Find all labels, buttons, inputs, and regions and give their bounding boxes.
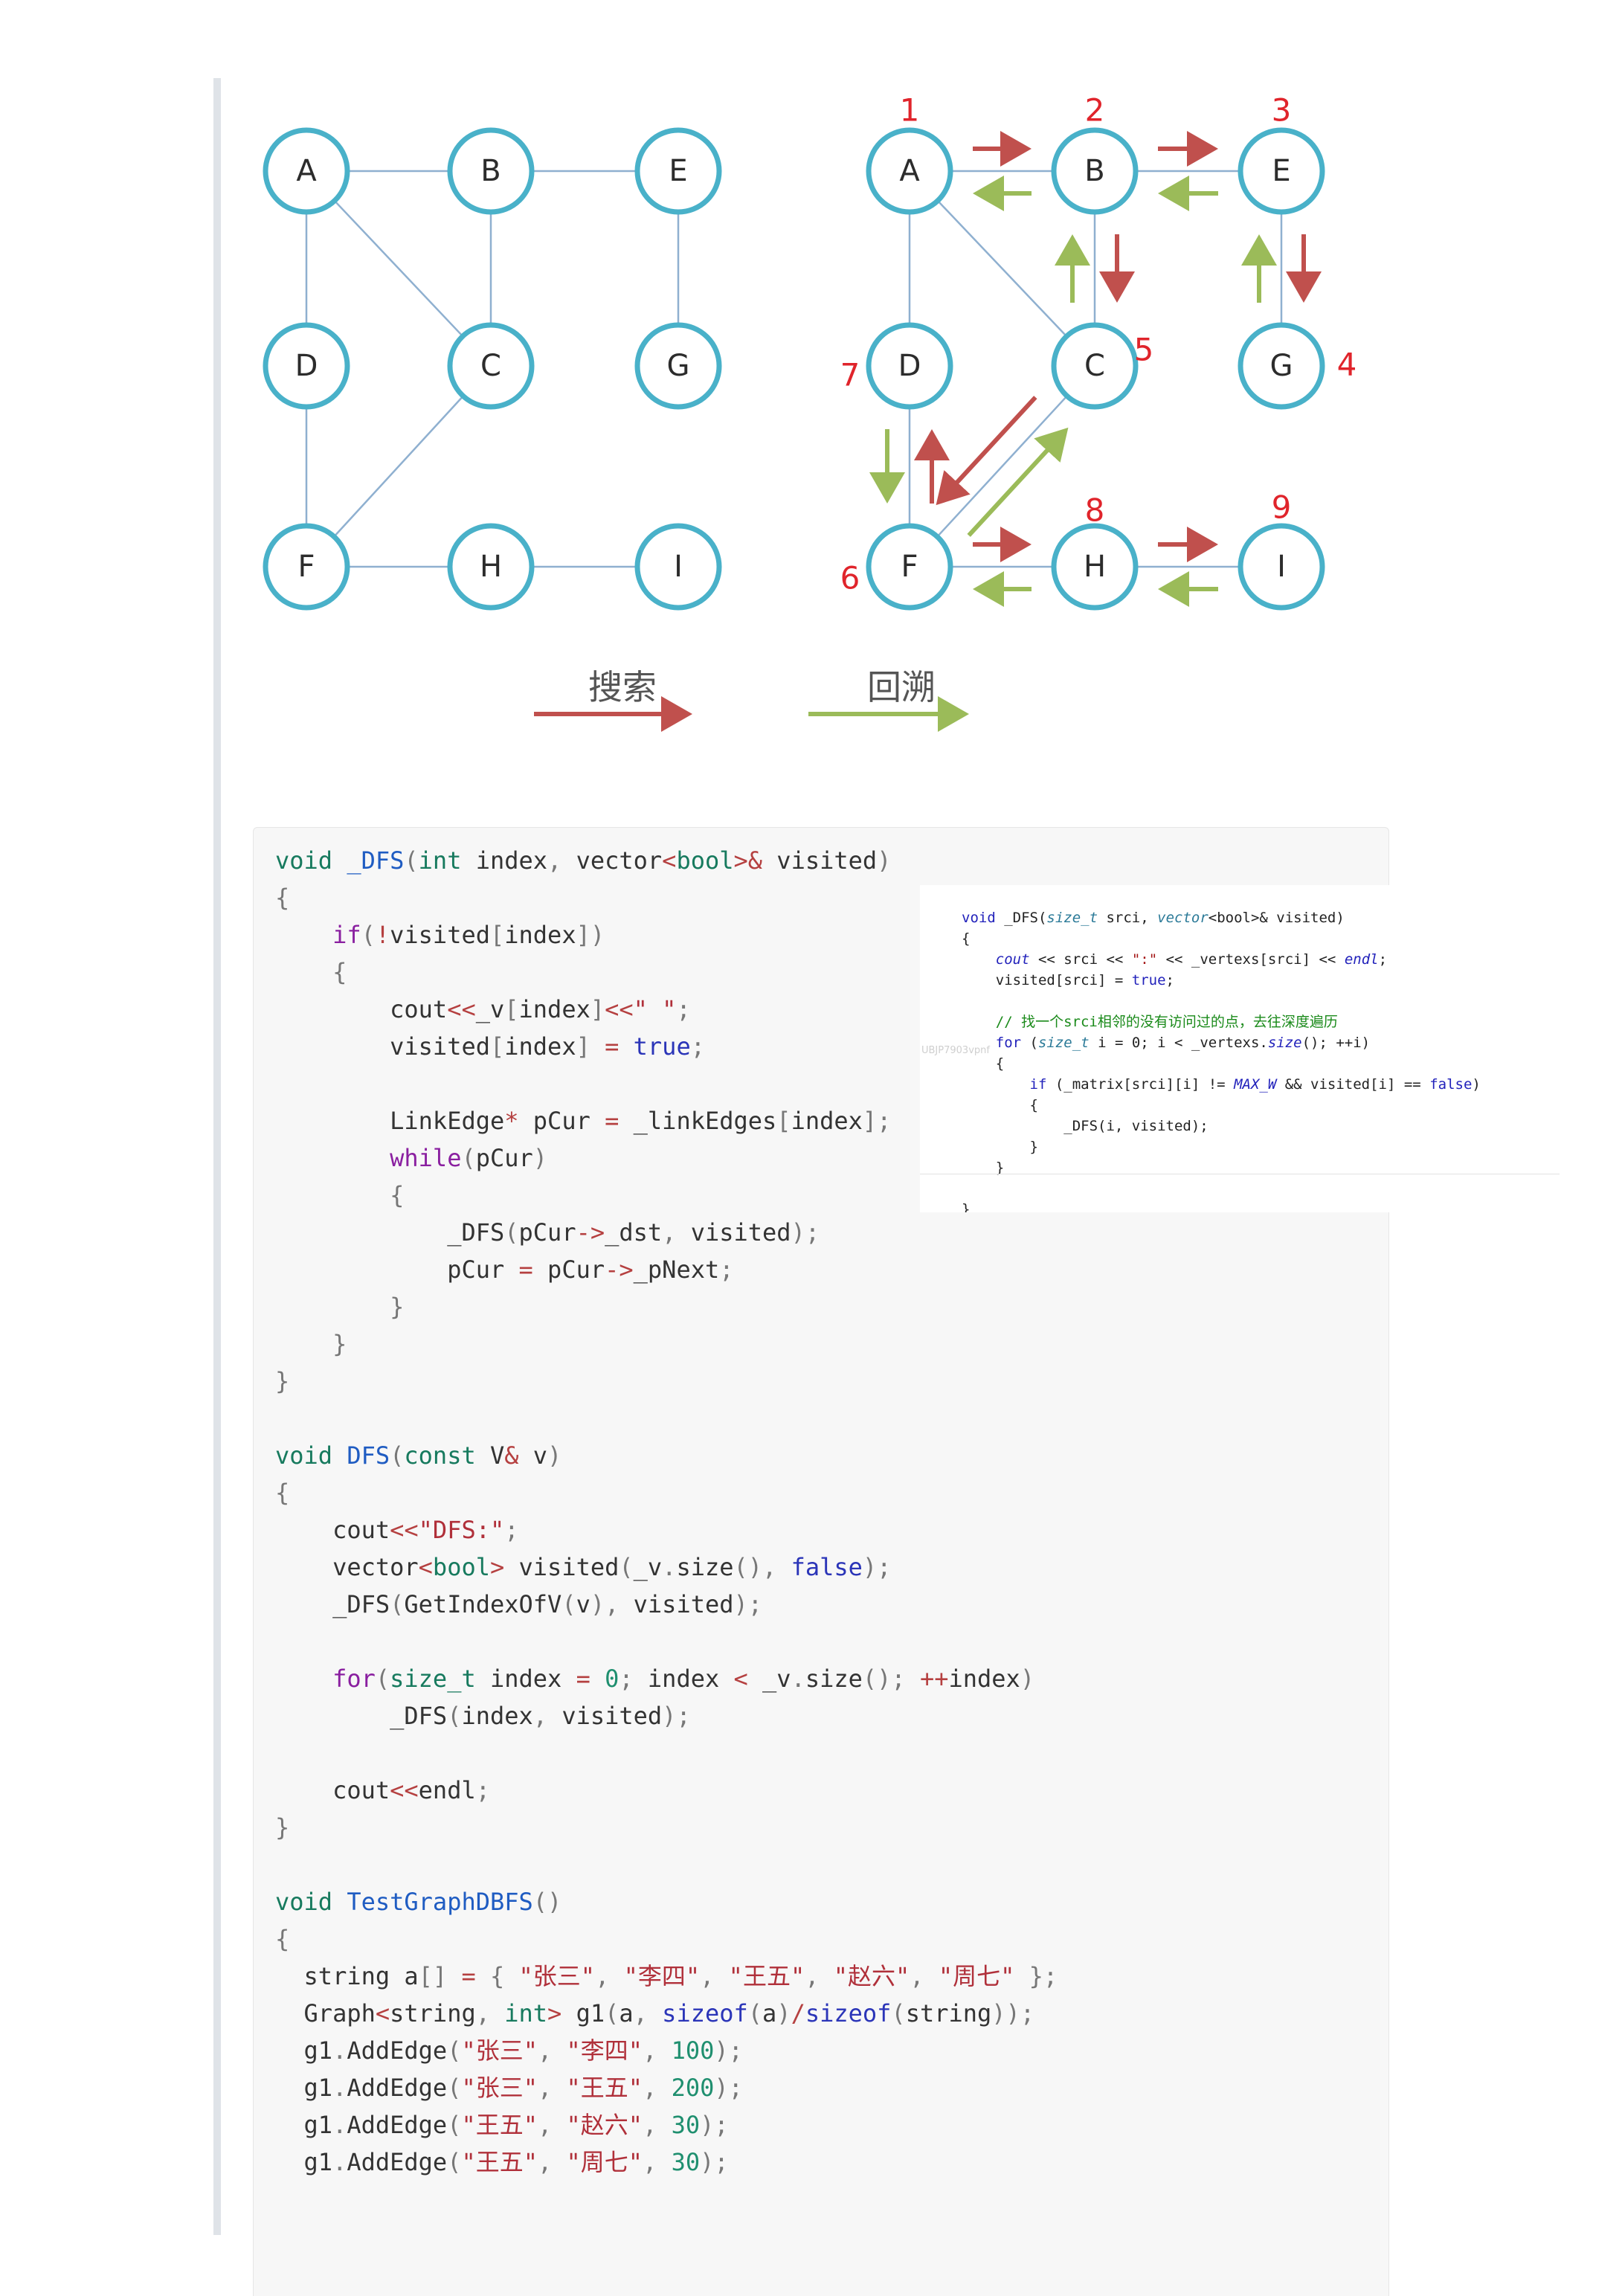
- left-node-I: [634, 523, 722, 611]
- right-node-label-C: C: [1084, 349, 1105, 383]
- right-edge-AC: [936, 200, 1068, 337]
- right-node-E: [1238, 127, 1325, 215]
- left-node-label-C: C: [480, 349, 501, 383]
- right-node-label-G: G: [1270, 349, 1293, 383]
- left-node-A: [263, 127, 350, 215]
- left-node-label-E: E: [669, 154, 687, 188]
- code-listing: void _DFS(int index, vector<bool>& visit…: [275, 846, 1058, 2176]
- right-order-label-I: 9: [1272, 489, 1292, 526]
- left-node-label-H: H: [480, 550, 502, 584]
- right-graph-arrows: [869, 131, 1322, 607]
- left-node-D: [263, 322, 350, 410]
- inset-code-screenshot: UBJP7903vpnf void _DFS(size_t srci, vect…: [920, 885, 1560, 1212]
- inset-watermark: UBJP7903vpnf: [921, 1045, 990, 1056]
- left-node-E: [634, 127, 722, 215]
- left-node-label-B: B: [480, 154, 501, 188]
- right-node-H: [1051, 523, 1139, 611]
- legend-backtrack-label: 回溯: [867, 667, 936, 707]
- right-order-label-C: 5: [1134, 332, 1154, 368]
- right-node-label-I: I: [1277, 550, 1286, 584]
- right-edge-CF: [936, 395, 1068, 538]
- left-edge-AC: [333, 200, 464, 337]
- right-graph-edges: [908, 170, 1283, 568]
- left-node-B: [447, 127, 535, 215]
- right-order-label-H: 8: [1085, 492, 1105, 529]
- right-order-label-A: 1: [900, 92, 920, 129]
- right-order-label-F: 6: [840, 560, 860, 596]
- right-node-label-D: D: [898, 349, 921, 383]
- right-order-label-G: 4: [1337, 347, 1357, 383]
- right-node-D: [866, 322, 953, 410]
- right-node-B: [1051, 127, 1139, 215]
- left-graph-nodes: A B E D C G F H I: [263, 127, 722, 611]
- right-order-label-E: 3: [1272, 92, 1292, 129]
- legend: 搜索 回溯: [534, 667, 969, 732]
- right-node-C: [1051, 322, 1139, 410]
- search-arrow-CF: [936, 396, 1037, 506]
- left-node-C: [447, 322, 535, 410]
- left-node-label-D: D: [295, 349, 318, 383]
- left-node-label-F: F: [297, 550, 315, 584]
- right-order-label-D: 7: [840, 357, 860, 393]
- left-node-label-A: A: [296, 154, 317, 188]
- left-node-label-I: I: [674, 550, 683, 584]
- right-node-label-F: F: [901, 550, 918, 584]
- right-node-I: [1238, 523, 1325, 611]
- backtrack-arrow-FC: [967, 427, 1069, 537]
- right-node-label-H: H: [1084, 550, 1106, 584]
- right-node-A: [866, 127, 953, 215]
- legend-search-label: 搜索: [588, 667, 657, 707]
- right-node-F: [866, 523, 953, 611]
- right-node-label-B: B: [1084, 154, 1104, 188]
- left-graph-edges: [305, 170, 680, 568]
- left-node-F: [263, 523, 350, 611]
- right-node-G: [1238, 322, 1325, 410]
- left-node-label-G: G: [667, 349, 690, 383]
- left-margin-rule: [213, 78, 221, 2235]
- left-edge-CF: [333, 395, 464, 538]
- right-node-label-E: E: [1272, 154, 1290, 188]
- inset-code-listing: void _DFS(size_t srci, vector<bool>& vis…: [962, 910, 1481, 1212]
- left-node-H: [447, 523, 535, 611]
- right-node-label-A: A: [899, 154, 920, 188]
- right-order-label-B: 2: [1085, 92, 1105, 129]
- left-node-G: [634, 322, 722, 410]
